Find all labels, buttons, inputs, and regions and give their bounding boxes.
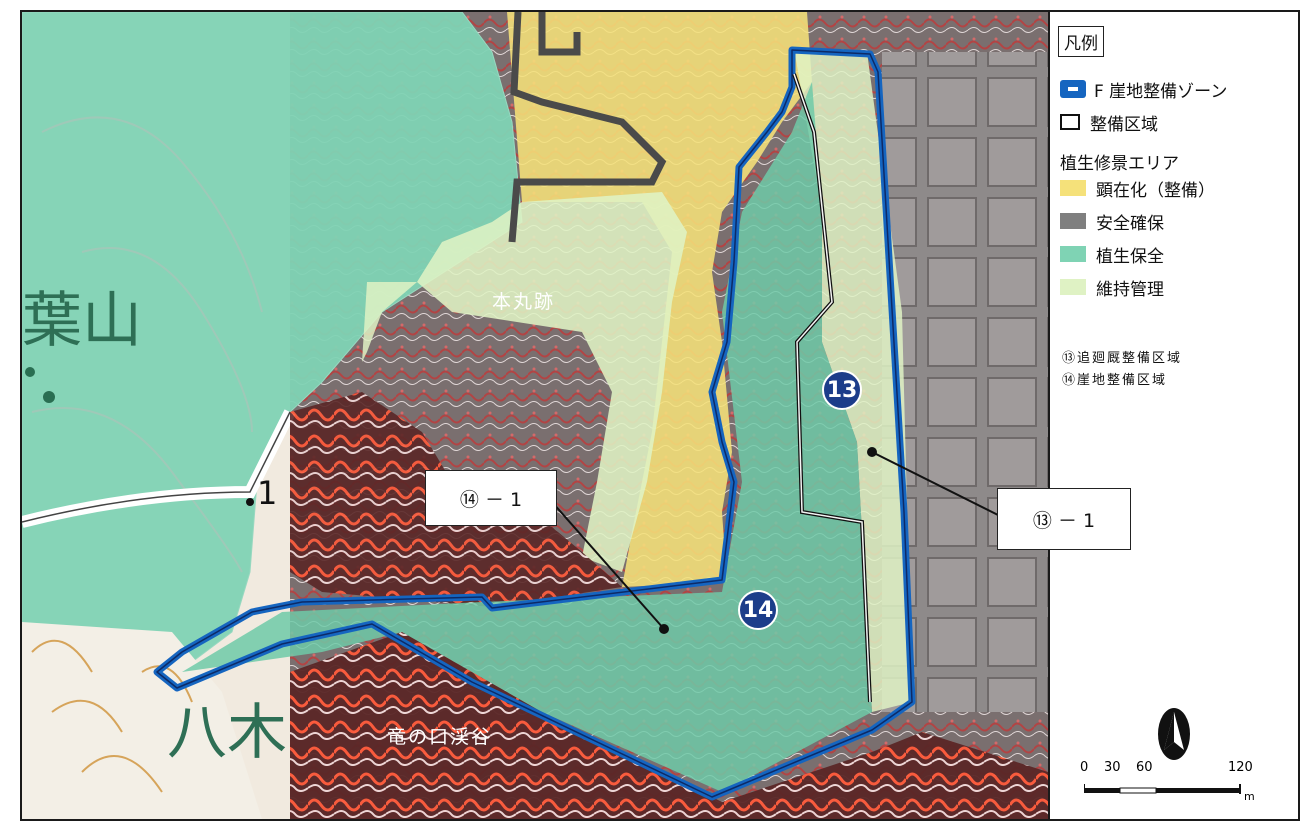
scale-tick-label: 30 [1104, 760, 1121, 775]
legend-zone-item: F 崖地整備ゾーン [1060, 77, 1228, 102]
legend-item-maintenance: 維持管理 [1060, 275, 1164, 300]
legend-item-label: 顕在化（整備） [1096, 180, 1215, 201]
place-label-ryunokuchi: 竜の口渓谷 [387, 726, 493, 748]
legend-boundary-item: 整備区域 [1060, 110, 1158, 135]
callout-point-13 [867, 447, 877, 457]
valley-slope-area [290, 632, 1048, 819]
development-boundary-13-inner [793, 73, 871, 703]
place-label-yagi: 八木 [167, 698, 287, 768]
zone-number-13-badge: 13 [822, 370, 862, 410]
legend-item-manifestation: 顕在化（整備） [1060, 176, 1215, 201]
legend-panel: 凡例 F 崖地整備ゾーン 整備区域 植生修景エリア 顕在化（整備） 安全確保 植… [1048, 12, 1298, 819]
boundary-swatch-icon [1060, 114, 1080, 130]
color-swatch-icon [1060, 279, 1086, 295]
zone-number-14-badge: 14 [738, 590, 778, 630]
zone-border-swatch-icon [1060, 80, 1086, 98]
contour-line [41, 116, 263, 313]
maintenance-area-west [362, 282, 417, 362]
callout-point-14 [659, 624, 669, 634]
callout-leader-13 [871, 451, 1003, 518]
map-marker-dot [25, 367, 35, 377]
legend-zone-label: F 崖地整備ゾーン [1094, 81, 1228, 102]
scale-unit: m [1244, 790, 1255, 803]
road-number-label: 1 [257, 474, 278, 512]
callout-leader-14 [551, 501, 665, 630]
manifestation-area [507, 12, 812, 587]
scale-tick-label: 120 [1228, 760, 1253, 775]
legend-boundary-label: 整備区域 [1090, 114, 1158, 135]
map-frame: 葉山 八木 1 本丸跡 竜の口渓谷 13 14 ⑭ － 1 ⑬ － 1 凡例 F… [20, 10, 1300, 821]
contour-line [31, 407, 243, 573]
legend-item-label: 植生保全 [1096, 246, 1164, 267]
contour-line [81, 247, 253, 433]
park-road [538, 12, 581, 56]
color-swatch-icon [1060, 246, 1086, 262]
scale-bar-graphic [1084, 784, 1241, 794]
place-label-aobayama: 葉山 [22, 286, 142, 356]
color-swatch-icon [1060, 180, 1086, 196]
residential-area [22, 622, 262, 819]
maintenance-area-honmaru [417, 192, 687, 572]
park-road [508, 12, 667, 243]
zone-f-boundary-inner [156, 49, 913, 798]
legend-title: 凡例 [1058, 26, 1104, 57]
scale-bar: 0 30 60 120 m [1080, 760, 1280, 810]
map-canvas[interactable]: 葉山 八木 1 本丸跡 竜の口渓谷 13 14 ⑭ － 1 [22, 12, 1048, 819]
map-marker-dot [246, 498, 254, 506]
vegetation-preservation-area-14 [182, 82, 872, 792]
legend-note-14: ⑭崖地整備区域 [1062, 373, 1168, 388]
north-arrow-icon [1158, 708, 1190, 760]
legend-item-label: 安全確保 [1096, 213, 1164, 234]
legend-item-safety: 安全確保 [1060, 209, 1164, 234]
color-swatch-icon [1060, 213, 1086, 229]
callout-box-14-1: ⑭ － 1 [425, 470, 557, 526]
road-edge [22, 411, 291, 523]
legend-item-preservation: 植生保全 [1060, 242, 1164, 267]
place-label-honmaru: 本丸跡 [492, 291, 556, 313]
scale-tick-label: 60 [1136, 760, 1153, 775]
legend-item-label: 維持管理 [1096, 279, 1164, 300]
residential-streets [31, 639, 193, 793]
map-marker-dot [43, 391, 55, 403]
scale-tick-label: 0 [1080, 760, 1089, 775]
callout-box-13-1: ⑬ － 1 [997, 488, 1131, 550]
legend-vegetation-heading: 植生修景エリア [1060, 154, 1179, 174]
legend-note-13: ⑬追廻厩整備区域 [1062, 351, 1183, 366]
map-graphic [22, 12, 1048, 819]
